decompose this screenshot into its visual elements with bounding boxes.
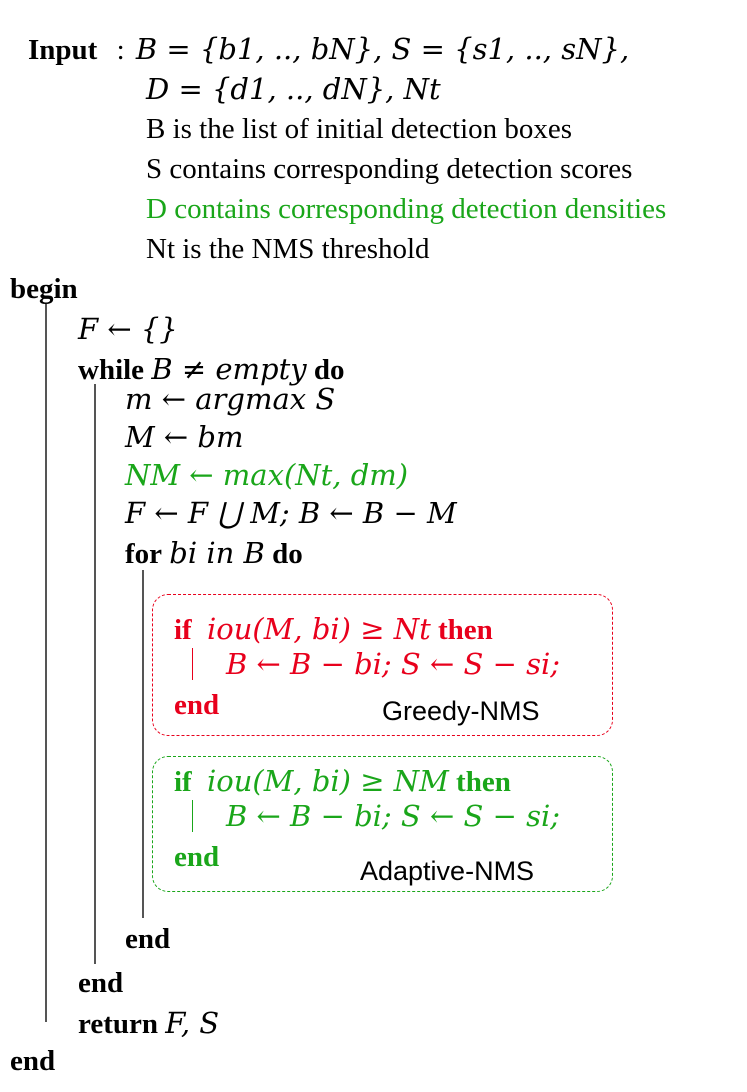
for-block-bar xyxy=(142,570,144,918)
desc-boxes: B is the list of initial detection boxes xyxy=(146,113,573,145)
density-threshold-line: NM ← max(Nt, dm) xyxy=(125,458,409,492)
input-line-2: D = {d1, .., dN}, Nt xyxy=(146,72,441,106)
adaptive-end-keyword: end xyxy=(174,841,220,873)
begin-block-bar xyxy=(45,304,47,1022)
final-end-keyword: end xyxy=(10,1045,56,1077)
greedy-nms-box xyxy=(152,594,613,736)
for-keyword: for xyxy=(125,538,163,570)
adaptive-body-bar xyxy=(192,800,193,832)
adaptive-nms-box xyxy=(152,756,613,892)
desc-densities: D contains corresponding detection densi… xyxy=(146,193,667,225)
update-line: F ← F ⋃ M; B ← B − M xyxy=(125,496,457,530)
input-sets: B = {b1, .., bN}, S = {s1, .., sN}, xyxy=(135,32,630,66)
adaptive-condition: iou(M, bi) ≥ NM xyxy=(206,764,449,798)
assign-m-line: M ← bm xyxy=(125,420,244,454)
input-line-1: Input : B = {b1, .., bN}, S = {s1, .., s… xyxy=(28,32,629,67)
greedy-body-bar xyxy=(192,648,193,680)
greedy-condition: iou(M, bi) ≥ Nt xyxy=(206,612,431,646)
adaptive-then-keyword: then xyxy=(456,766,511,798)
greedy-if-line: if iou(M, bi) ≥ Nt then xyxy=(174,612,493,647)
for-do-keyword: do xyxy=(272,538,303,570)
while-line: while B ≠ empty do xyxy=(78,352,345,387)
greedy-if-keyword: if xyxy=(174,614,192,646)
greedy-body: B ← B − bi; S ← S − si; xyxy=(226,647,561,681)
for-condition: bi in B xyxy=(169,536,265,570)
init-f-line: F ← {} xyxy=(78,312,178,346)
greedy-end-keyword: end xyxy=(174,689,220,721)
return-values: F, S xyxy=(165,1006,220,1040)
argmax-line: m ← argmax S xyxy=(125,382,336,416)
return-keyword: return xyxy=(78,1008,159,1040)
do-keyword: do xyxy=(313,354,345,386)
adaptive-nms-label: Adaptive-NMS xyxy=(360,856,535,886)
adaptive-body: B ← B − bi; S ← S − si; xyxy=(226,799,561,833)
greedy-then-keyword: then xyxy=(438,614,493,646)
input-colon: : xyxy=(116,34,125,66)
begin-keyword: begin xyxy=(10,273,78,305)
desc-threshold: Nt is the NMS threshold xyxy=(146,233,430,265)
adaptive-if-line: if iou(M, bi) ≥ NM then xyxy=(174,764,511,799)
while-end-keyword: end xyxy=(78,967,124,999)
while-block-bar xyxy=(94,384,96,964)
desc-scores: S contains corresponding detection score… xyxy=(146,153,633,185)
adaptive-if-keyword: if xyxy=(174,766,192,798)
while-keyword: while xyxy=(78,354,145,386)
return-line: return F, S xyxy=(78,1006,219,1041)
for-line: for bi in B do xyxy=(125,536,303,571)
while-condition: B ≠ empty xyxy=(151,352,307,386)
for-end-keyword: end xyxy=(125,923,171,955)
input-keyword: Input xyxy=(28,34,98,66)
greedy-nms-label: Greedy-NMS xyxy=(382,696,540,726)
